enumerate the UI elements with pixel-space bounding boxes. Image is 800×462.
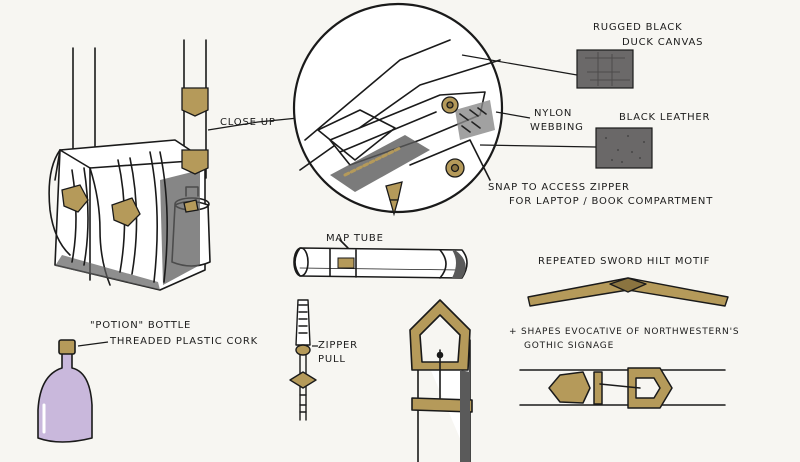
shapes-label-line1: + SHAPES EVOCATIVE OF NORTHWESTERN'S [509, 326, 739, 338]
nylon-label-line2: WEBBING [530, 122, 584, 134]
canvas-swatch [577, 50, 633, 88]
sword-hilt-motif [528, 278, 728, 306]
sword-motif-label: REPEATED SWORD HILT MOTIF [538, 256, 710, 268]
canvas-label-line2: DUCK CANVAS [622, 37, 703, 49]
close-up-detail [294, 4, 502, 212]
zipper-label-line2: PULL [318, 354, 346, 366]
potion-bottle-sketch [38, 340, 92, 442]
leather-swatch [596, 128, 652, 168]
close-up-label: CLOSE UP [220, 117, 276, 129]
strap-buckle-sketch [410, 300, 472, 462]
zipper-label-line1: ZIPPER [318, 340, 358, 352]
shapes-label-line2: GOTHIC SIGNAGE [524, 340, 614, 352]
map-tube-label: MAP TUBE [326, 233, 384, 245]
potion-leader [78, 342, 108, 346]
nylon-label-line1: NYLON [534, 108, 572, 120]
map-tube-sketch [294, 240, 467, 278]
leather-label: BLACK LEATHER [619, 112, 710, 124]
potion-label-line1: "POTION" BOTTLE [90, 320, 191, 332]
canvas-label-line1: RUGGED BLACK [593, 22, 682, 34]
potion-label-line2: THREADED PLASTIC CORK [110, 336, 258, 348]
snap-label-line1: SNAP TO ACCESS ZIPPER [488, 182, 630, 194]
snap-label-line2: FOR LAPTOP / BOOK COMPARTMENT [509, 196, 713, 208]
zipper-pull-sketch [290, 300, 316, 420]
belt-buckle-motif [520, 368, 725, 408]
